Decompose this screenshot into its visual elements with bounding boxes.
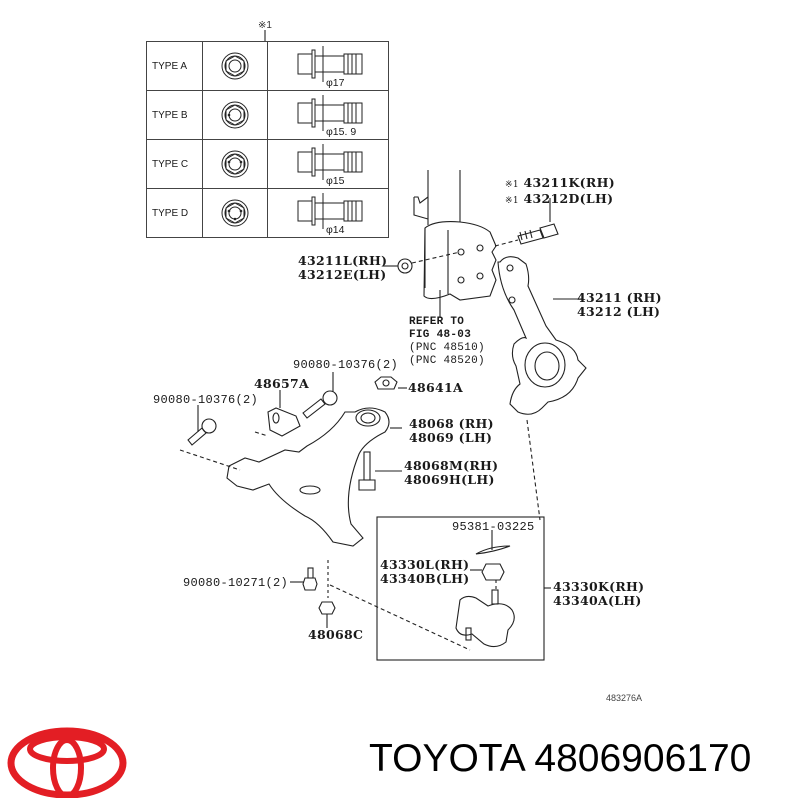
bracket-label: 48657A	[254, 376, 309, 391]
cotter-pin-drawing	[475, 530, 511, 555]
lower-arm-drawing	[226, 407, 402, 547]
bolt-types-table: TYPE A φ17 TYPE B φ15. 9 TYPE C φ15 TYPE…	[146, 41, 389, 238]
cotter-pin-label: 95381-03225	[452, 520, 535, 534]
bracket-drawing	[254, 390, 301, 437]
nut-small-label: 48068C	[308, 627, 364, 642]
bolt-diameter: φ14	[326, 224, 345, 236]
nut-icon	[203, 140, 268, 188]
nut-icon	[203, 91, 268, 139]
bolt-left-label: 90080-10376(2)	[153, 393, 259, 407]
strut-nut-drawing	[383, 251, 461, 274]
small-bolt-drawing	[290, 567, 318, 591]
castle-nut-drawing	[470, 563, 505, 590]
bolt-type-label: TYPE B	[147, 91, 203, 139]
bolt-diameter: φ15	[326, 175, 345, 187]
small-nut-drawing	[318, 560, 336, 628]
lower-arm-label: 48068 (RH) 48069 (LH)	[409, 416, 494, 445]
table-row: TYPE B φ15. 9	[147, 91, 388, 140]
camber-bolt-drawing	[494, 198, 559, 247]
arm-bolt-label: 48068M(RH) 48069H(LH)	[404, 458, 499, 487]
table-row: TYPE D φ14	[147, 189, 388, 237]
bolt-diameter: φ15. 9	[326, 126, 357, 138]
ball-joint-label: 43330K(RH) 43340A(LH)	[553, 579, 645, 608]
toyota-logo-icon	[6, 726, 128, 802]
figure-number: 483276A	[606, 693, 643, 703]
part-title: TOYOTA 4806906170	[369, 737, 752, 780]
camber-bolt-label: ※1 43211K(RH) ※1 43212D(LH)	[505, 175, 615, 207]
strut-nut-label: 43211L(RH) 43212E(LH)	[298, 253, 388, 282]
ball-joint-drawing	[329, 584, 515, 651]
nut-icon	[203, 42, 268, 90]
bolt-left-drawing	[179, 405, 241, 471]
bolt-small-label: 90080-10271(2)	[183, 576, 289, 590]
strut-bracket-drawing	[413, 170, 497, 312]
nut-48641a-label: 48641A	[408, 380, 463, 395]
bolt-icon: φ15	[268, 140, 388, 188]
bolt-diameter: φ17	[326, 77, 345, 89]
refer-to-note: REFER TO FIG 48-03 (PNC 48510) (PNC 4852…	[409, 316, 485, 367]
bolt-upper-drawing	[302, 372, 338, 419]
bolt-icon: φ17	[268, 42, 388, 90]
ball-nut-label: 43330L(RH) 43340B(LH)	[380, 557, 470, 586]
bolt-type-label: TYPE C	[147, 140, 203, 188]
ball-joint-group-box	[376, 516, 545, 661]
steering-knuckle-drawing	[497, 256, 587, 521]
nut-icon	[203, 189, 268, 237]
arm-bolt-drawing	[358, 451, 402, 491]
table-row: TYPE C φ15	[147, 140, 388, 189]
nut-48641a-drawing	[374, 376, 407, 390]
table-row: TYPE A φ17	[147, 42, 388, 91]
bolt-icon: φ14	[268, 189, 388, 237]
table-note-mark: ※1	[258, 20, 272, 31]
bolt-upper-label: 90080-10376(2)	[293, 358, 399, 372]
knuckle-label: 43211 (RH) 43212 (LH)	[577, 290, 662, 319]
bolt-type-label: TYPE D	[147, 189, 203, 237]
bolt-type-label: TYPE A	[147, 42, 203, 90]
bolt-icon: φ15. 9	[268, 91, 388, 139]
